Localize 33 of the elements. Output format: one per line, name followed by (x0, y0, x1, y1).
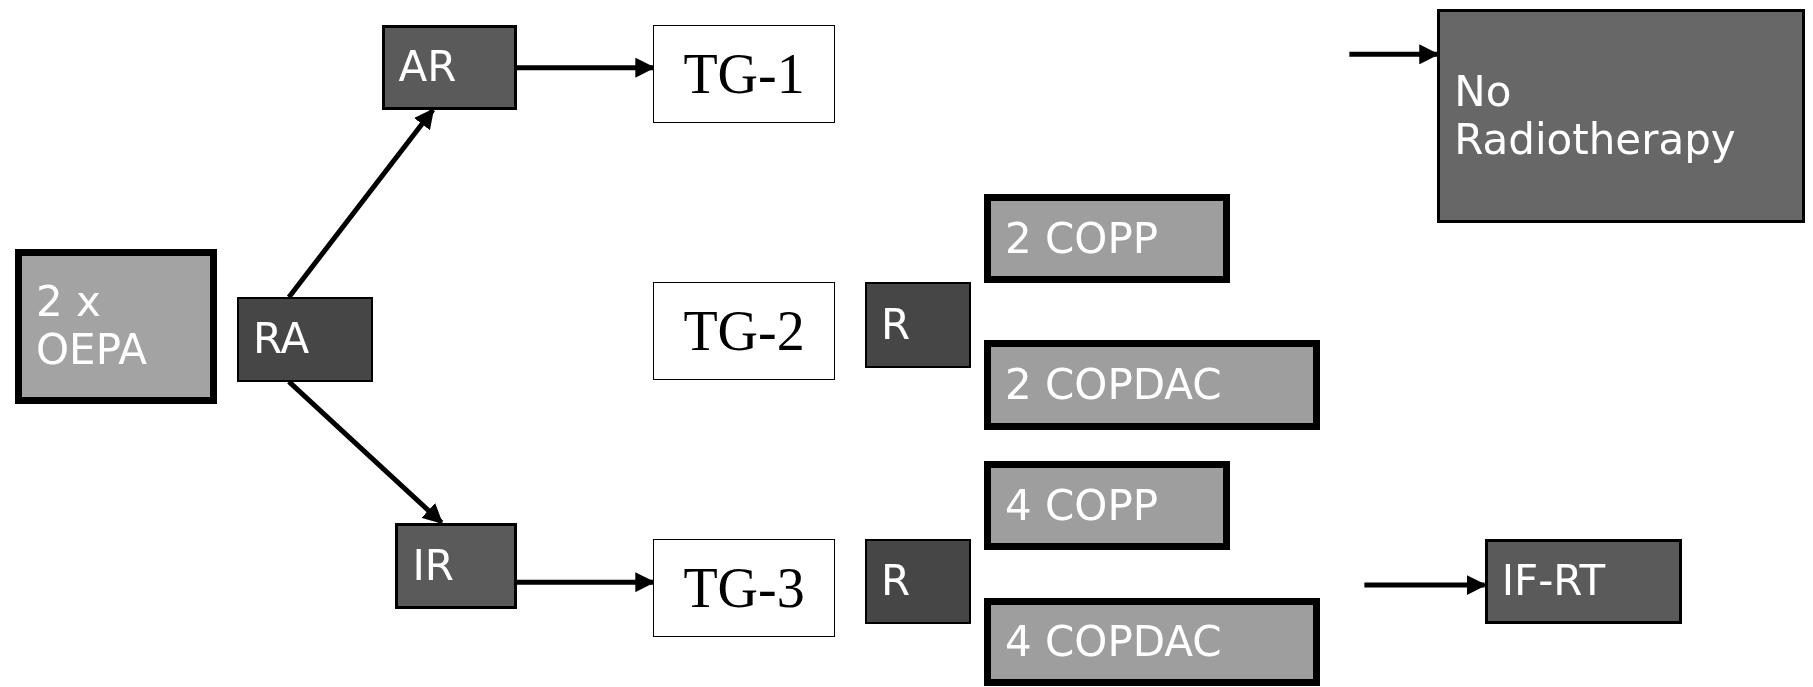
box-label: R (880, 557, 911, 606)
arrow (1364, 575, 1487, 596)
group-box (653, 538, 835, 638)
process-box (237, 297, 374, 382)
process-box (1437, 9, 1805, 224)
process-box (381, 25, 517, 110)
treatment-box (983, 194, 1231, 284)
treatment-box (983, 461, 1231, 551)
box-label: No Radiotherapy (1454, 67, 1737, 165)
box-label: IF-RT (1501, 557, 1606, 606)
box-label: TG-3 (683, 555, 805, 620)
arrow (287, 379, 444, 525)
box-label: 4 COPP (1004, 481, 1159, 530)
process-box (864, 538, 972, 625)
box-label: IR (412, 541, 454, 591)
box-label: 2 x OEPA (36, 277, 148, 375)
process-box (1484, 538, 1683, 625)
process-box (395, 522, 517, 610)
box-label: TG-2 (683, 299, 805, 364)
box-label: RA (253, 315, 310, 364)
arrow (286, 108, 435, 299)
process-box (15, 248, 218, 404)
treatment-box (983, 339, 1321, 431)
treatment-box (983, 597, 1321, 686)
box-label: 2 COPP (1004, 214, 1159, 263)
process-box (864, 282, 972, 368)
box-label: R (880, 300, 911, 350)
group-box (653, 25, 835, 123)
box-label: AR (398, 43, 457, 92)
box-label: TG-1 (683, 42, 805, 106)
box-label: 2 COPDAC (1004, 360, 1222, 410)
box-label: 4 COPDAC (1004, 617, 1222, 666)
group-box (653, 282, 835, 381)
